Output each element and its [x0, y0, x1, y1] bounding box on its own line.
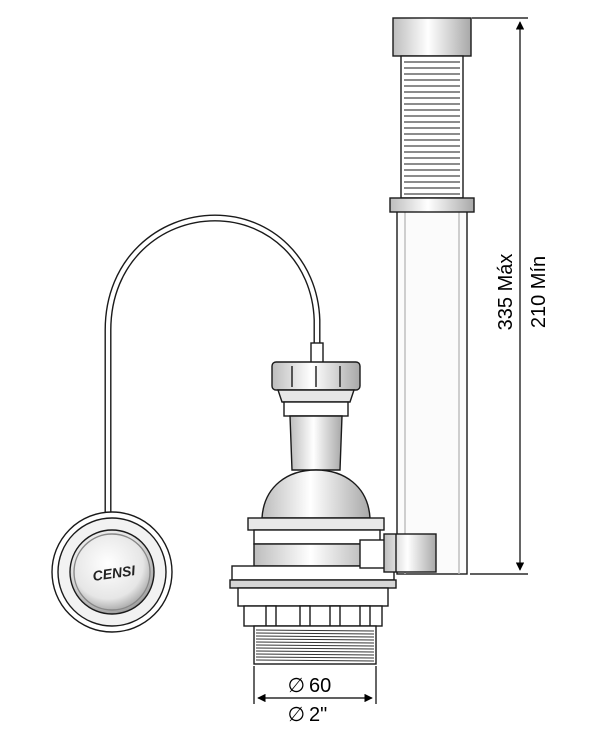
thread-line: [255, 653, 375, 656]
pipe-connector: [359, 533, 437, 573]
valve-flange: [229, 517, 397, 589]
thread-line: [255, 650, 375, 653]
diameter-symbol: ∅: [288, 675, 305, 697]
thread-line: [255, 641, 375, 644]
pipe-ribs: [404, 61, 460, 195]
diameter-mm-value: 60: [309, 675, 331, 697]
thread-line: [255, 647, 375, 650]
diameter-symbol-2: ∅: [288, 704, 305, 726]
diameter-mm-label: ∅ 60: [288, 675, 332, 697]
thread-line: [255, 656, 375, 659]
height-dimension: [470, 17, 528, 575]
threaded-section: [253, 625, 377, 665]
thread-line: [255, 632, 375, 635]
diameter-in-value: 2": [309, 704, 327, 726]
valve-top-nut: [271, 342, 361, 417]
thread-line: [255, 629, 375, 632]
overflow-pipe: [396, 205, 468, 575]
overflow-pipe-cap: [389, 17, 475, 213]
height-min-label: 210 Mín: [528, 256, 550, 328]
thread-line: [255, 659, 375, 662]
valve-base: [237, 587, 389, 627]
thread-line: [255, 644, 375, 647]
diameter-dimension: [253, 666, 377, 704]
valve-stem: [289, 415, 343, 471]
push-button: [51, 511, 173, 633]
thread-line: [255, 635, 375, 638]
brand-logo: CENSI: [92, 562, 138, 584]
diameter-in-label: ∅ 2": [288, 704, 328, 726]
thread-line: [255, 638, 375, 641]
height-max-label: 335 Máx: [495, 254, 517, 331]
valve-dome: [261, 469, 371, 519]
thread-lines: [255, 629, 375, 662]
